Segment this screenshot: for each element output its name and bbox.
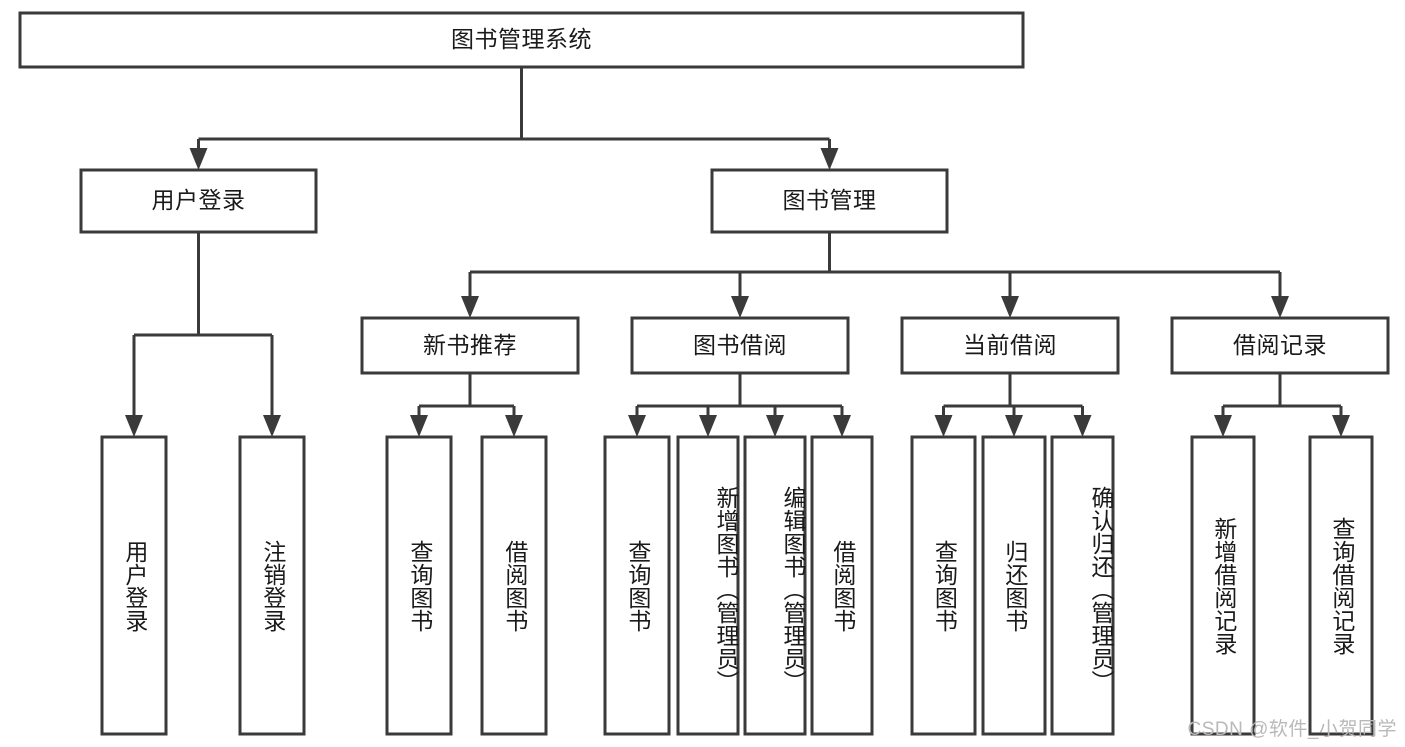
node-box-leaf-return-books[interactable] bbox=[981, 435, 1047, 736]
node-box-leaf-add-borrow-record[interactable] bbox=[1190, 435, 1256, 736]
node-box-leaf-query-books-2[interactable] bbox=[603, 435, 671, 736]
arrow-new-book-recommend bbox=[461, 296, 479, 318]
arrow-leaf-borrow-books-2 bbox=[833, 415, 851, 437]
arrow-leaf-borrow-books-1 bbox=[505, 415, 523, 437]
node-box-leaf-confirm-return[interactable] bbox=[1050, 435, 1115, 736]
node-box-leaf-borrow-books-1[interactable] bbox=[480, 435, 548, 736]
arrow-leaf-edit-book-admin bbox=[766, 415, 784, 437]
arrow-leaf-query-books-2 bbox=[628, 415, 646, 437]
node-box-leaf-logout-login[interactable] bbox=[238, 435, 306, 736]
node-box-book-management[interactable] bbox=[710, 168, 949, 234]
arrow-leaf-query-books-1 bbox=[410, 415, 428, 437]
arrow-book-borrow bbox=[731, 296, 749, 318]
node-box-leaf-query-books-3[interactable] bbox=[910, 435, 977, 736]
arrow-leaf-query-books-3 bbox=[934, 415, 953, 437]
arrow-leaf-logout-login bbox=[263, 415, 281, 437]
arrow-current-borrow bbox=[1001, 296, 1019, 318]
node-box-leaf-add-book-admin[interactable] bbox=[676, 435, 740, 736]
node-box-current-borrow[interactable] bbox=[900, 316, 1120, 375]
arrow-leaf-query-borrow-record bbox=[1332, 415, 1350, 437]
arrow-leaf-user-login bbox=[125, 415, 143, 437]
node-box-borrow-record[interactable] bbox=[1170, 316, 1390, 375]
arrow-book-management bbox=[820, 148, 839, 170]
arrow-leaf-confirm-return bbox=[1073, 415, 1092, 437]
arrow-user-login bbox=[189, 148, 208, 170]
arrow-leaf-add-borrow-record bbox=[1214, 415, 1232, 437]
node-boxes-layer bbox=[18, 11, 1390, 736]
node-box-title[interactable] bbox=[18, 11, 1025, 69]
node-box-leaf-borrow-books-2[interactable] bbox=[810, 435, 874, 736]
arrow-leaf-add-book-admin bbox=[699, 415, 717, 437]
watermark-text: CSDN @软件_小贺同学 bbox=[1187, 719, 1397, 740]
node-box-leaf-user-login[interactable] bbox=[100, 435, 168, 736]
arrow-borrow-record bbox=[1271, 296, 1289, 318]
node-box-new-book-recommend[interactable] bbox=[360, 316, 580, 375]
node-box-leaf-query-books-1[interactable] bbox=[385, 435, 453, 736]
node-box-leaf-query-borrow-record[interactable] bbox=[1308, 435, 1374, 736]
node-box-user-login[interactable] bbox=[79, 168, 318, 234]
node-box-book-borrow[interactable] bbox=[630, 316, 850, 375]
node-box-leaf-edit-book-admin[interactable] bbox=[743, 435, 807, 736]
connectors-layer bbox=[125, 67, 1350, 437]
arrow-leaf-return-books bbox=[1005, 415, 1023, 437]
